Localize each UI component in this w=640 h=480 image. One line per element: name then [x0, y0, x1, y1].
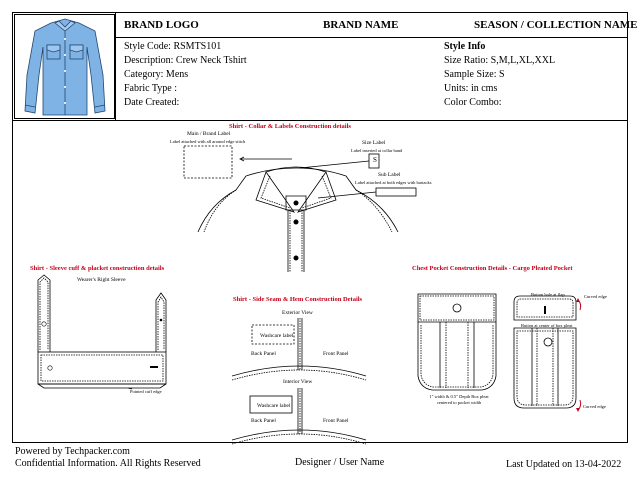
sub-label-note: Label attached at both edges with bartac… [355, 180, 432, 185]
button-center-note: Button at center of box pleat [521, 323, 573, 328]
cuff-note: Pointed cuff edge [130, 389, 162, 394]
style-code: Style Code: RSMTS101 [124, 41, 222, 52]
main-label-note: Label attached with all around edge stit… [170, 139, 246, 144]
powered-by: Powered by Techpacker.com [15, 446, 130, 457]
size-label-caption: Size Label [362, 140, 386, 146]
interior-view-label: Interior View [283, 379, 313, 385]
sample-size: Sample Size: S [444, 69, 505, 80]
season-name: SEASON / COLLECTION NAME [474, 19, 638, 31]
brand-name: BRAND NAME [323, 19, 399, 31]
curved-edge-bottom-note: Curved edge [583, 404, 606, 409]
back-panel-label-interior: Back Panel [251, 418, 276, 424]
washcare-label-interior: Washcare label [257, 403, 291, 409]
pocket-section-title: Chest Pocket Construction Details - Carg… [412, 265, 573, 272]
divider [115, 12, 116, 120]
style-info: Style Info Size Ratio: S,M,L,XL,XXL Samp… [444, 40, 555, 110]
style-category: Category: Mens [124, 69, 189, 80]
size-letter: S [373, 156, 377, 164]
exterior-view-label: Exterior View [282, 310, 313, 316]
style-info-title: Style Info [444, 41, 486, 52]
designer-name: Designer / User Name [295, 457, 385, 468]
color-combo: Color Combo: [444, 97, 502, 108]
sub-label-caption: Sub Label [378, 172, 401, 178]
last-updated: Last Updated on 13-04-2022 [506, 459, 622, 470]
confidential-note: Confidential Information. All Rights Res… [15, 458, 201, 469]
size-label-note: Label inserted at collar band [351, 148, 403, 153]
style-description: Description: Crew Neck Tshirt [124, 55, 247, 66]
sleeve-caption: Wearer's Right Sleeve [77, 277, 126, 283]
date-created: Date Created: [124, 97, 180, 108]
divider [12, 120, 628, 121]
back-panel-label-exterior: Back Panel [251, 351, 276, 357]
style-details: Style Code: RSMTS101 Description: Crew N… [124, 40, 247, 110]
front-panel-label-exterior: Front Panel [323, 351, 349, 357]
main-label-caption: Main / Brand Label [187, 131, 231, 137]
product-thumbnail [14, 14, 115, 119]
brand-logo-text: BRAND LOGO [124, 19, 199, 31]
size-ratio: Size Ratio: S,M,L,XL,XXL [444, 55, 556, 66]
curved-edge-top-note: Curved edge [584, 294, 607, 299]
front-panel-label-interior: Front Panel [323, 418, 349, 424]
collar-section-title: Shirt - Collar & Labels Construction det… [229, 123, 351, 130]
box-pleat-note: 1" width & 0.5" Depth Box pleat centered… [429, 394, 489, 405]
button-hole-note: Button hole at flap [531, 292, 565, 297]
washcare-label-exterior: Washcare label [260, 333, 294, 339]
side-seam-section-title: Shirt - Side Seam & Hem Construction Det… [233, 296, 363, 303]
tech-pack-sheet [12, 12, 628, 443]
divider [115, 37, 628, 38]
sleeve-section-title: Shirt - Sleeve cuff & placket constructi… [30, 265, 165, 272]
fabric-type: Fabric Type : [124, 83, 177, 94]
units: Units: in cms [444, 83, 498, 94]
